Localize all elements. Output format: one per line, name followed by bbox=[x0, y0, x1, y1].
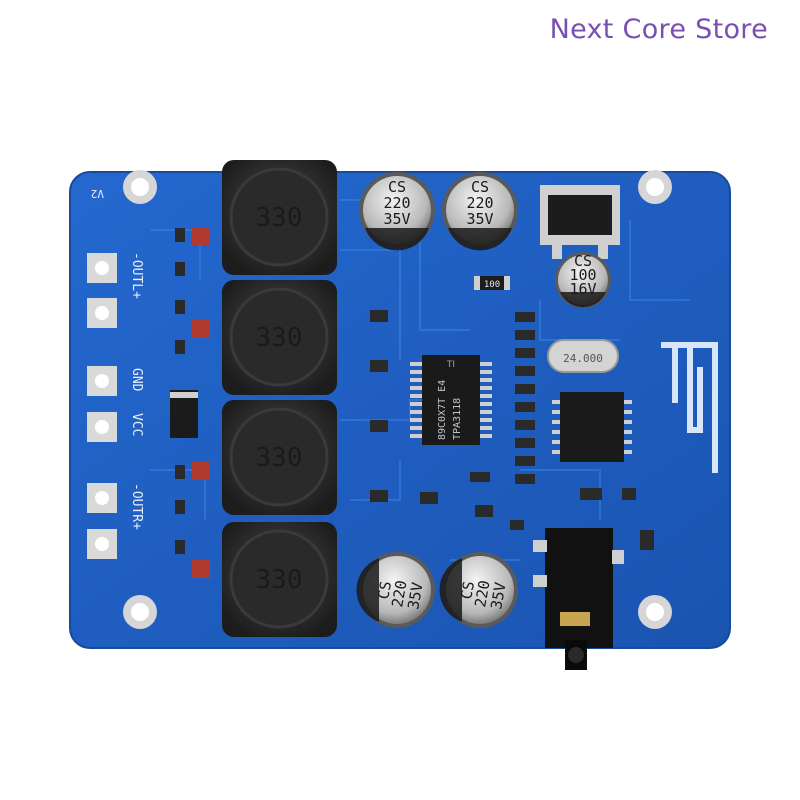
board-marking-8: 330 bbox=[256, 565, 303, 595]
board-marking-19: TI bbox=[446, 360, 455, 370]
board-marking-18: 100 bbox=[484, 280, 500, 290]
board-marking-7: 330 bbox=[256, 443, 303, 473]
diode bbox=[170, 390, 198, 438]
board-marking-25: 35V bbox=[404, 581, 426, 611]
top-capacitors: CS 220 35V CS 220 35V bbox=[359, 172, 518, 251]
board-marking-27: 220 bbox=[471, 579, 493, 609]
store-watermark: Next Core Store bbox=[549, 14, 768, 45]
crystal-oscillator: 24.000 bbox=[547, 339, 619, 373]
board-marking-6: 330 bbox=[256, 323, 303, 353]
smd-components-left bbox=[175, 228, 210, 578]
board-marking-20: 89C0X7T E4 bbox=[437, 380, 448, 440]
audio-jack bbox=[533, 528, 624, 670]
board-marking-22: 24.000 bbox=[563, 352, 603, 365]
board-marking-23: CS bbox=[374, 580, 395, 601]
inductor-4: 330 bbox=[222, 522, 337, 637]
pin-label-gnd: GND bbox=[129, 368, 144, 392]
board-marking-24: 220 bbox=[388, 579, 410, 609]
capacitor-bottom-1: CS 220 35V bbox=[356, 552, 435, 628]
board-marking-12: CS bbox=[471, 178, 489, 196]
capacitor-top-1: CS 220 35V bbox=[359, 172, 435, 251]
board-marking-28: 35V bbox=[487, 581, 509, 611]
board-marking-9: CS bbox=[388, 178, 406, 196]
board-marking-17: 16V bbox=[569, 280, 596, 298]
inductor-1: 330 bbox=[222, 160, 337, 275]
version-silk: V2 bbox=[91, 187, 104, 200]
board-marking-16: 100 bbox=[569, 266, 596, 284]
inductors: 330 330 330 330 bbox=[222, 160, 337, 637]
voltage-regulator bbox=[540, 185, 620, 259]
smd-components-right bbox=[470, 472, 654, 550]
pin-label-vcc: VCC bbox=[129, 413, 144, 436]
resistor-100: 100 bbox=[474, 276, 510, 290]
inductor-3: 330 bbox=[222, 400, 337, 515]
capacitor-small: CS 100 16V bbox=[555, 252, 611, 308]
board-marking-15: CS bbox=[574, 252, 592, 270]
board-marking-11: 35V bbox=[383, 210, 410, 228]
board-marking-21: TPA3118 bbox=[452, 398, 463, 440]
board-marking-10: 220 bbox=[383, 194, 410, 212]
pin-label-outl: -OUTL+ bbox=[129, 252, 144, 299]
terminal-pads bbox=[87, 253, 117, 559]
amplifier-chip: TI 89C0X7T E4 TPA3118 bbox=[410, 355, 492, 445]
inductor-2: 330 bbox=[222, 280, 337, 395]
board-marking-14: 35V bbox=[466, 210, 493, 228]
smd-components-middle bbox=[370, 310, 535, 517]
board-marking-26: CS bbox=[457, 580, 478, 601]
board-marking-13: 220 bbox=[466, 194, 493, 212]
capacitor-bottom-2: CS 220 35V bbox=[439, 552, 518, 628]
pcb-antenna bbox=[661, 342, 718, 473]
pin-labels: -OUTL+ GND VCC -OUTR+ bbox=[129, 252, 144, 530]
bottom-capacitors: CS 220 35V CS 220 35V bbox=[356, 552, 518, 628]
mounting-holes bbox=[123, 170, 672, 629]
board-marking-5: 330 bbox=[256, 203, 303, 233]
capacitor-top-2: CS 220 35V bbox=[442, 172, 518, 251]
bluetooth-chip bbox=[552, 392, 632, 462]
pin-label-outr: -OUTR+ bbox=[129, 483, 144, 530]
